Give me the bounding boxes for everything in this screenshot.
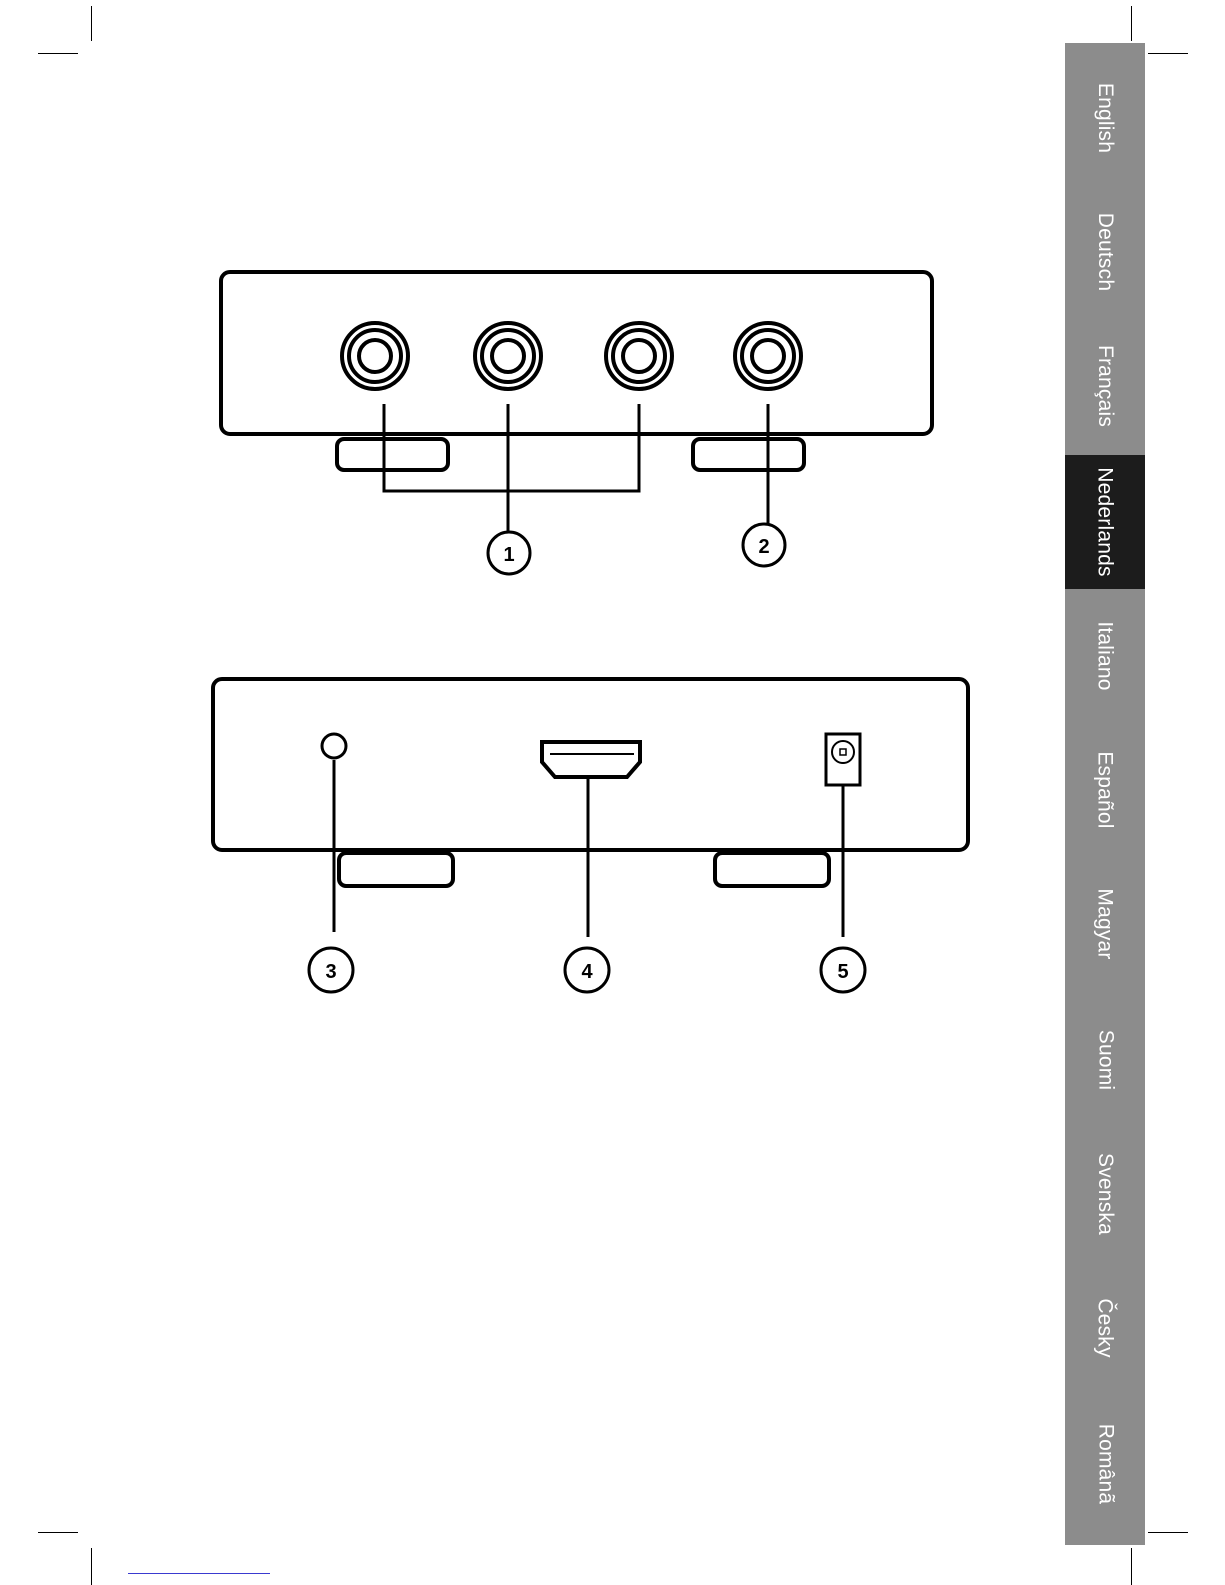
front-foot-right (693, 439, 804, 470)
tab-suomi-label: Suomi (1093, 1030, 1117, 1091)
tab-english-label: English (1093, 83, 1117, 153)
rca-jack-1 (342, 323, 408, 389)
front-panel-body (221, 272, 932, 434)
tab-nederlands-label: Nederlands (1093, 467, 1117, 576)
reset-hole (322, 734, 346, 758)
front-foot-left (337, 439, 448, 470)
back-panel: 3 4 5 (213, 679, 968, 992)
callout-4: 4 (565, 948, 609, 992)
rca-jack-3 (606, 323, 672, 389)
front-panel: 1 2 (221, 272, 932, 574)
crop-mark (1148, 1532, 1188, 1533)
rca-jack-2 (475, 323, 541, 389)
dc-power-jack (826, 734, 860, 785)
back-foot-left (339, 853, 453, 886)
rca-jack-4 (735, 323, 801, 389)
tab-english[interactable]: English (1065, 51, 1145, 185)
crop-mark (91, 1548, 92, 1585)
tab-espanol[interactable]: Español (1065, 723, 1145, 857)
callout-4-number: 4 (581, 961, 593, 983)
language-sidebar: English Deutsch Français Nederlands Ital… (1065, 43, 1145, 1545)
tab-nederlands[interactable]: Nederlands (1065, 455, 1145, 589)
hdmi-port (542, 742, 640, 777)
tab-italiano[interactable]: Italiano (1065, 589, 1145, 723)
crop-mark (1131, 1548, 1132, 1585)
callout-2-number: 2 (758, 536, 769, 558)
tab-deutsch[interactable]: Deutsch (1065, 185, 1145, 319)
device-diagram: 1 2 3 4 (0, 0, 1050, 1020)
tab-deutsch-label: Deutsch (1093, 213, 1117, 291)
tab-svenska-label: Svenska (1093, 1153, 1117, 1235)
tab-magyar[interactable]: Magyar (1065, 857, 1145, 991)
tab-romana[interactable]: Românã (1065, 1397, 1145, 1531)
tab-svenska[interactable]: Svenska (1065, 1127, 1145, 1261)
callout-5-number: 5 (837, 961, 848, 983)
callout-1-number: 1 (503, 544, 514, 566)
crop-mark (1131, 6, 1132, 41)
tab-francais-label: Français (1093, 345, 1117, 427)
back-panel-body (213, 679, 968, 850)
tab-francais[interactable]: Français (1065, 319, 1145, 453)
callout-2: 2 (743, 524, 785, 566)
tab-romana-label: Românã (1093, 1424, 1117, 1505)
tab-magyar-label: Magyar (1093, 888, 1117, 959)
tab-suomi[interactable]: Suomi (1065, 993, 1145, 1127)
crop-mark (38, 1532, 78, 1533)
tab-espanol-label: Español (1093, 751, 1117, 828)
bottom-link-underline (128, 1573, 270, 1574)
tab-cesky[interactable]: Česky (1065, 1261, 1145, 1395)
crop-mark (1148, 53, 1188, 54)
callout-5: 5 (821, 948, 865, 992)
back-foot-right (715, 853, 829, 886)
callout-1: 1 (488, 532, 530, 574)
tab-italiano-label: Italiano (1093, 621, 1117, 690)
callout-3-number: 3 (325, 961, 336, 983)
tab-cesky-label: Česky (1093, 1298, 1117, 1357)
callout-3: 3 (309, 948, 353, 992)
